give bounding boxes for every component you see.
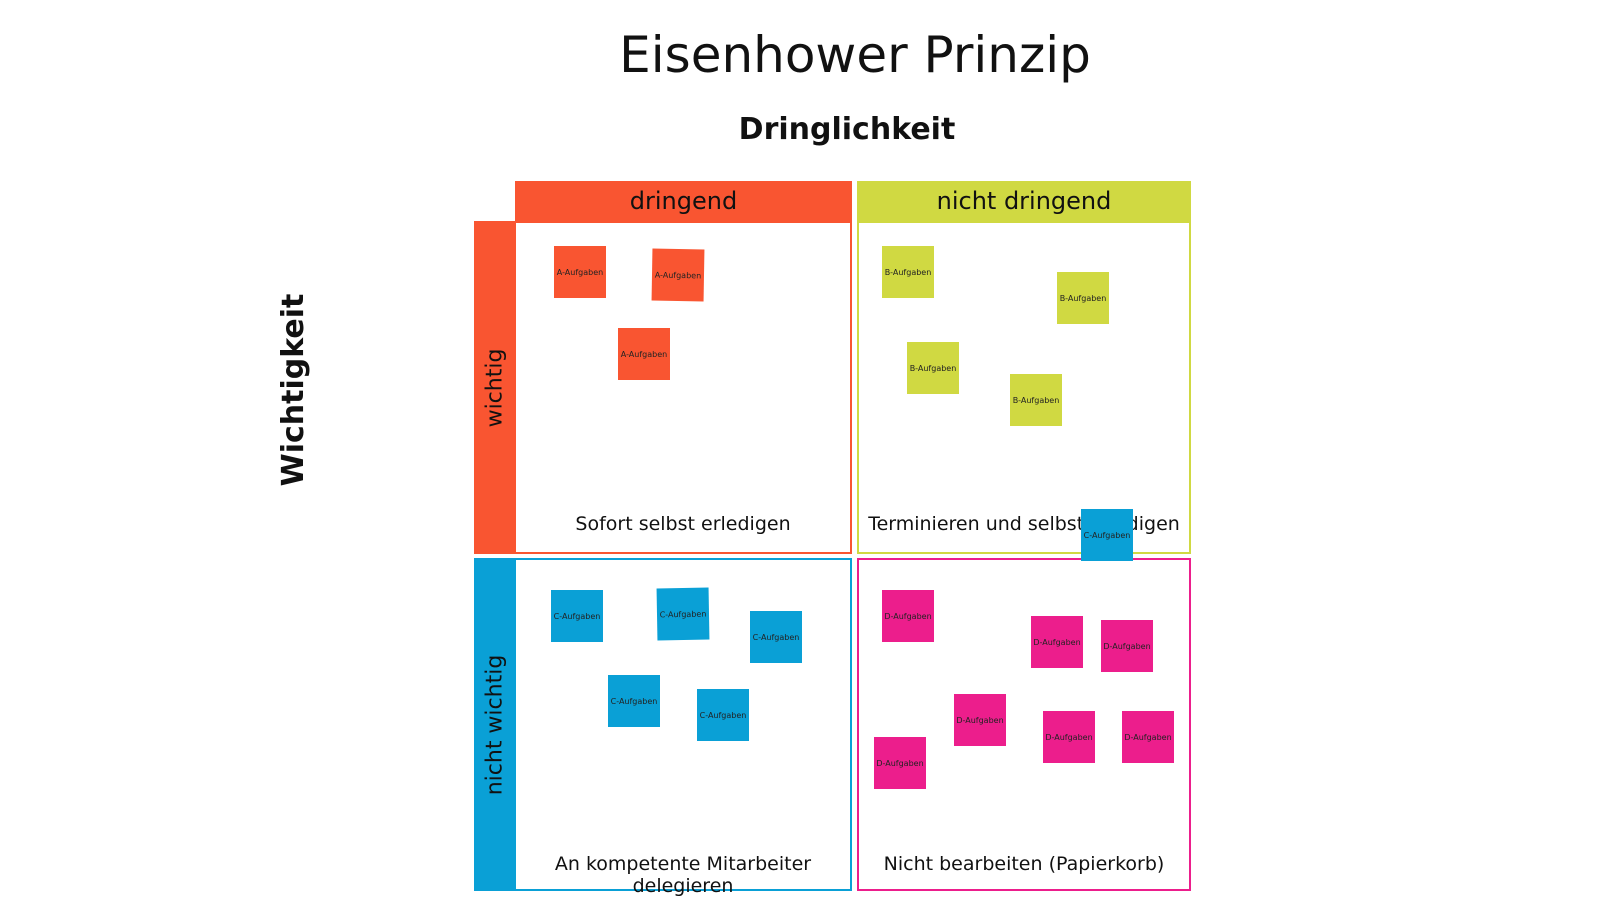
sticky-note-d[interactable]: D-Aufgaben	[1101, 620, 1153, 672]
sticky-note-b[interactable]: B-Aufgaben	[907, 342, 959, 394]
y-axis-label: Wichtigkeit	[276, 293, 311, 487]
row-header-wichtig: wichtig	[474, 221, 516, 554]
column-header-dringend: dringend	[515, 181, 852, 222]
sticky-note-b[interactable]: B-Aufgaben	[1010, 374, 1062, 426]
x-axis-label: Dringlichkeit	[738, 112, 956, 147]
sticky-note-c[interactable]: C-Aufgaben	[551, 590, 603, 642]
quadrant-c-action: An kompetente Mitarbeiter delegieren	[554, 853, 812, 897]
quadrant-b-action: Terminieren und selbst erledigen	[868, 513, 1180, 535]
sticky-note-c-misplaced[interactable]: C-Aufgaben	[1081, 509, 1133, 561]
diagram-title: Eisenhower Prinzip	[619, 26, 1091, 84]
sticky-note-a[interactable]: A-Aufgaben	[651, 248, 705, 302]
sticky-note-a[interactable]: A-Aufgaben	[618, 328, 670, 380]
sticky-note-b[interactable]: B-Aufgaben	[882, 246, 934, 298]
sticky-note-d[interactable]: D-Aufgaben	[954, 694, 1006, 746]
sticky-note-c[interactable]: C-Aufgaben	[697, 689, 749, 741]
sticky-note-c[interactable]: C-Aufgaben	[656, 587, 710, 641]
quadrant-d-action: Nicht bearbeiten (Papierkorb)	[883, 853, 1165, 875]
row-header-nicht-wichtig: nicht wichtig	[474, 558, 516, 891]
row-label-nicht-wichtig: nicht wichtig	[482, 654, 508, 795]
row-label-wichtig: wichtig	[482, 348, 508, 427]
quadrant-a-action: Sofort selbst erledigen	[575, 513, 791, 535]
sticky-note-d[interactable]: D-Aufgaben	[882, 590, 934, 642]
sticky-note-d[interactable]: D-Aufgaben	[874, 737, 926, 789]
sticky-note-c[interactable]: C-Aufgaben	[608, 675, 660, 727]
sticky-note-d[interactable]: D-Aufgaben	[1043, 711, 1095, 763]
sticky-note-d[interactable]: D-Aufgaben	[1122, 711, 1174, 763]
column-header-nicht-dringend: nicht dringend	[857, 181, 1191, 222]
sticky-note-d[interactable]: D-Aufgaben	[1031, 616, 1083, 668]
sticky-note-b[interactable]: B-Aufgaben	[1057, 272, 1109, 324]
sticky-note-c[interactable]: C-Aufgaben	[750, 611, 802, 663]
sticky-note-a[interactable]: A-Aufgaben	[554, 246, 606, 298]
